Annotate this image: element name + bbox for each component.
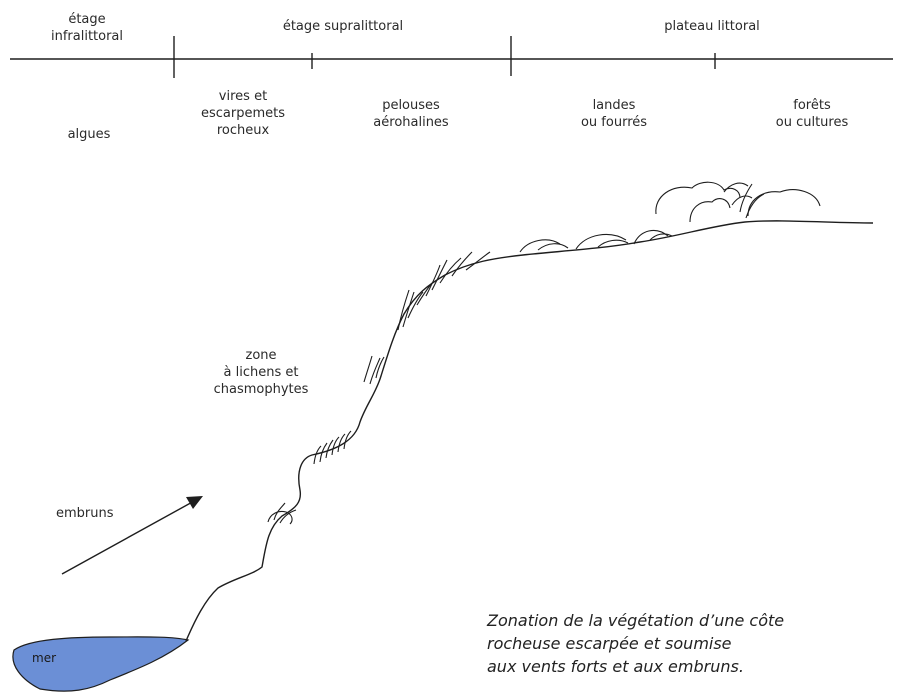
zone-divider-line xyxy=(10,36,893,78)
vegetation-label-algues: algues xyxy=(67,127,111,142)
forest-canopy-marks xyxy=(655,181,821,223)
vegetation-label-landes: landes ou fourrés xyxy=(580,98,648,130)
lichen-marks-middle xyxy=(363,355,385,385)
cliff-profile-line xyxy=(185,220,874,642)
vegetation-label-pelouses: pelouses aérohalines xyxy=(373,98,449,130)
caption-line-3: aux vents forts et aux embruns. xyxy=(487,657,744,676)
figure-caption: Zonation de la végétation d’une côte roc… xyxy=(487,609,897,678)
lichen-marks-lower xyxy=(313,430,352,465)
zone-label-infralittoral: étage infralittoral xyxy=(50,12,124,44)
sea-shape xyxy=(12,636,190,692)
caption-line-1: Zonation de la végétation d’une côte xyxy=(487,611,785,630)
cliff-vegetation-marks xyxy=(397,251,491,331)
zone-label-plateau: plateau littoral xyxy=(664,19,760,34)
sea-label: mer xyxy=(32,651,57,665)
heath-shrub-marks xyxy=(519,229,673,253)
embruns-arrow xyxy=(61,496,203,575)
ledge-plant-marks xyxy=(267,502,297,525)
embruns-label: embruns xyxy=(56,506,114,521)
caption-line-2: rocheuse escarpée et soumise xyxy=(487,634,732,653)
lichen-zone-label: zone à lichens et chasmophytes xyxy=(213,348,309,397)
zone-label-supralittoral: étage supralittoral xyxy=(282,19,404,34)
vegetation-label-vires: vires et escarpemets rocheux xyxy=(200,89,286,138)
vegetation-label-forets: forêts ou cultures xyxy=(775,98,849,130)
